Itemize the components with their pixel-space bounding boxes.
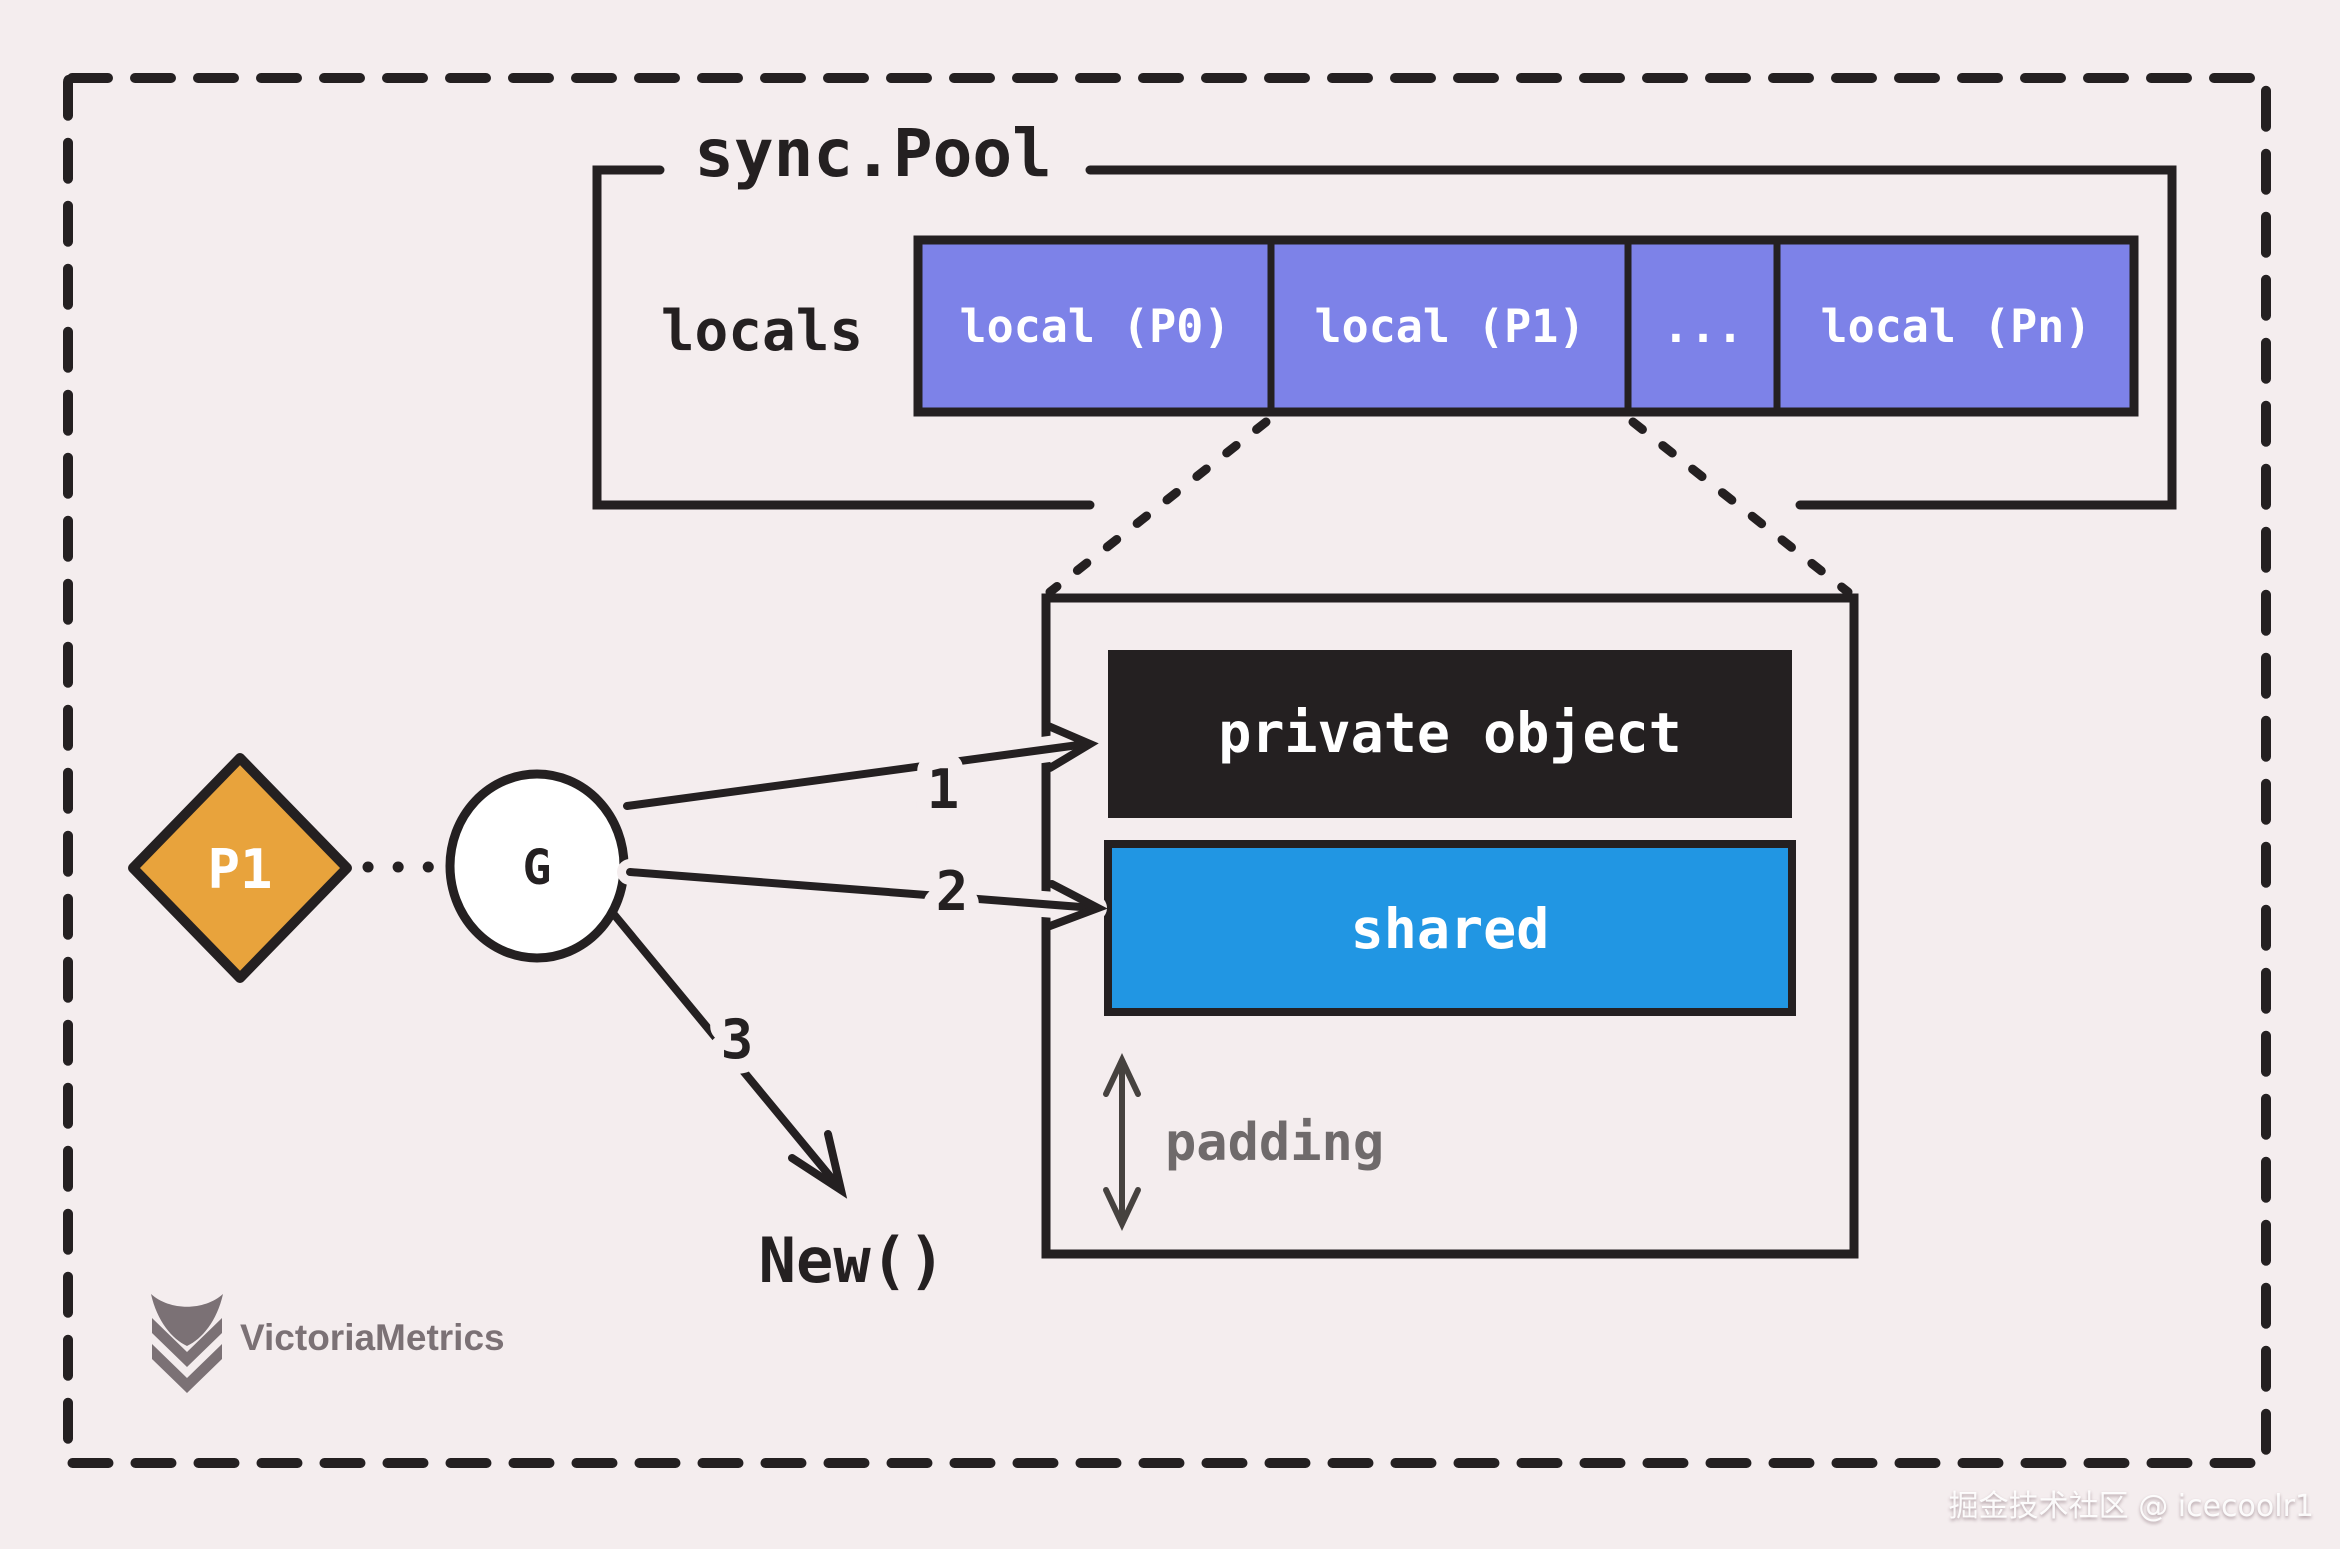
processor-diamond <box>128 753 352 983</box>
private-object-box <box>1108 650 1792 818</box>
locals-array-box <box>913 235 2139 417</box>
array-cell-label-p1: local (P1) <box>1315 300 1586 353</box>
locals-array: local (P0) local (P1) ... local (Pn) <box>913 235 2139 417</box>
processor-label: P1 <box>207 838 272 901</box>
padding-measure <box>1103 1052 1141 1232</box>
arrow-3-head <box>788 1130 848 1199</box>
victoriametrics-logo-text: VictoriaMetrics <box>240 1317 505 1358</box>
padding-label: padding <box>1165 1113 1384 1173</box>
victoriametrics-logo: VictoriaMetrics <box>151 1294 505 1393</box>
array-cell-label-pn: local (Pn) <box>1821 300 2092 353</box>
arrow-3-shaft <box>608 908 842 1190</box>
padding-arrow-head-down <box>1103 1187 1141 1232</box>
arrow-2-label: 2 <box>936 860 969 923</box>
pool-bracket-right <box>1085 165 2177 510</box>
array-cell-label-p0: local (P0) <box>960 300 1231 353</box>
goroutine-label: G <box>523 840 552 896</box>
shared-box <box>1104 840 1796 1016</box>
private-object-label: private object <box>1218 701 1682 765</box>
padding-arrow-head-up <box>1103 1052 1141 1097</box>
arrow-1-head <box>1042 721 1099 772</box>
arrow-3-label: 3 <box>721 1008 754 1071</box>
new-func-label: New() <box>759 1224 946 1297</box>
pool-title: sync.Pool <box>694 115 1052 192</box>
arrow-1-label: 1 <box>927 758 960 821</box>
pool-bracket-left <box>592 165 1095 510</box>
locals-label: locals <box>661 299 863 364</box>
arrow-2-head <box>1046 880 1108 930</box>
projection-dotted-line-right <box>1628 417 1853 597</box>
shared-label: shared <box>1351 897 1550 961</box>
goroutine-arrows: 1 2 3 <box>608 721 1108 1199</box>
array-cell-label-ellipsis: ... <box>1662 300 1743 353</box>
victoriametrics-logo-icon <box>151 1294 223 1393</box>
outer-dashed-frame <box>63 73 2271 1468</box>
projection-dotted-line-left <box>1045 417 1271 597</box>
arrow-2-shaft <box>626 868 1098 912</box>
arrow-1-shaft <box>623 740 1090 810</box>
watermark: 掘金技术社区 @ icecoolr1 <box>1948 1489 2314 1524</box>
